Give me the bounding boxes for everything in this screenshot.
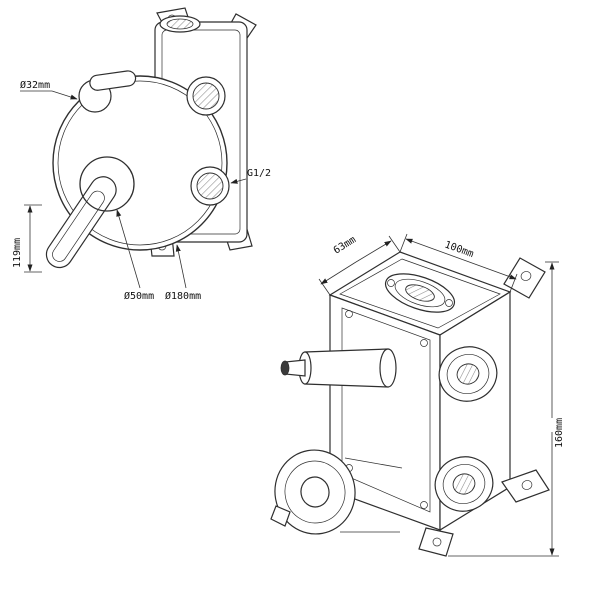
ear-bottom-right [501,469,550,503]
top-port-iso [384,273,456,313]
handle-lever [45,176,117,269]
ear-bottom-front [418,527,454,557]
dimension-line [355,240,392,263]
trim-plate-rim [57,80,223,246]
handle-hub [79,156,135,212]
extension-line [399,233,408,253]
lower-port-bore [196,172,224,200]
side-ports [186,76,230,206]
label-height: 160mm [554,418,565,448]
main-handle [45,156,135,269]
flange-bolt [445,299,453,307]
label-width: 100mm [443,239,475,260]
dimension-line [320,261,357,285]
dimension-line [405,238,462,260]
screw-boss [420,339,428,347]
upper-port-bore [192,82,220,110]
valve-stem [280,348,397,388]
diverter-lever [89,70,137,91]
stem-cylinder [304,348,389,388]
flange-bolt [387,279,395,287]
ear-hole [432,537,442,547]
label-plate-diameter: Ø180mm [165,290,201,302]
inlet-port-lower-ring [442,464,486,504]
inlet-port-upper-ring [446,354,490,394]
dimension-line [460,258,517,280]
cartridge-clip [270,505,291,527]
handle-lever-detail [52,190,105,262]
label-hub-diameter: Ø50mm [124,290,154,302]
label-inlet-thread: G1/2 [247,168,271,179]
leader-line [175,244,187,289]
stem-flange [379,348,397,388]
front-view-drawing: Ø32mm 119mm Ø50mm Ø180mm G1/2 [12,7,271,302]
leader-line [116,209,141,289]
top-outlet-bore [166,18,194,30]
iso-view-drawing: 63mm 100mm 160mm [270,233,565,557]
cartridge-side-line [344,457,403,469]
thermostatic-cartridge [270,449,403,535]
left-face-panel [341,307,431,513]
cartridge-ring [284,460,346,524]
ear-top-right [503,257,546,299]
body-top-rim [339,258,501,329]
top-port-bore [405,284,435,302]
iso-mounting-ears [418,257,550,557]
screw-boss [345,310,353,318]
leader-line [51,90,78,100]
cartridge-hub [300,476,330,508]
right-face-ports [434,346,498,512]
inlet-port-upper-bore [456,363,480,385]
label-knob-diameter: Ø32mm [20,79,50,91]
ear-hole [521,480,533,490]
label-depth: 63mm [332,234,358,256]
stem-tip-end [280,360,290,376]
inlet-port-lower-bore [452,473,476,495]
screw-boss [420,501,428,509]
front-view-dimensions: Ø32mm 119mm Ø50mm Ø180mm G1/2 [12,79,271,302]
label-lever-length: 119mm [12,238,23,268]
top-port-ring [394,278,446,308]
extension-line [388,235,401,253]
leader-line [230,178,247,184]
diverter-knob [78,70,137,113]
ear-hole [520,271,532,281]
